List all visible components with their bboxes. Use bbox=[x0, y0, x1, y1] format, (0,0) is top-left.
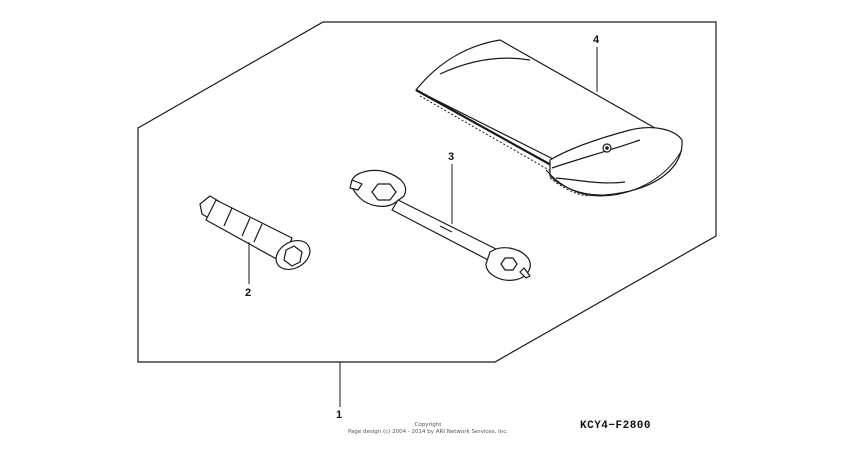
copyright-line-1: Copyright bbox=[414, 422, 442, 428]
callout-3: 3 bbox=[448, 151, 455, 163]
open-end-wrench-illustration bbox=[349, 169, 531, 281]
spark-plug-wrench-illustration bbox=[199, 195, 311, 271]
diagram-code: KCY4−F2800 bbox=[580, 420, 652, 432]
tool-bag-illustration bbox=[415, 39, 683, 197]
kit-enclosure-outline bbox=[137, 21, 717, 363]
copyright-notice: Copyright Page design (c) 2004 - 2014 by… bbox=[333, 422, 523, 436]
callout-4: 4 bbox=[593, 34, 600, 46]
callout-2: 2 bbox=[245, 287, 252, 299]
copyright-line-2: Page design (c) 2004 - 2014 by ARI Netwo… bbox=[347, 429, 509, 435]
callout-1: 1 bbox=[336, 409, 343, 421]
